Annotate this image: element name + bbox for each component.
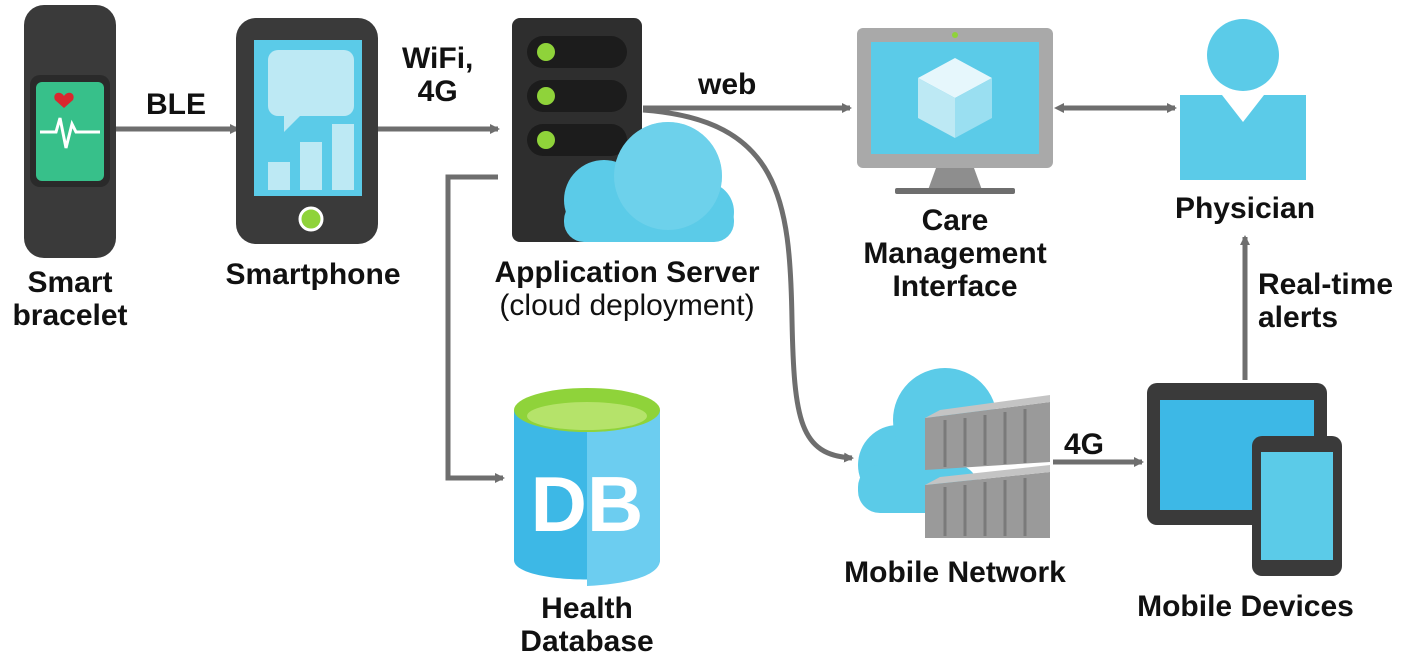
label-application-server: Application Server (cloud deployment) bbox=[452, 256, 802, 322]
label-application-server-sub: (cloud deployment) bbox=[499, 289, 755, 322]
label-smart-bracelet-line1: Smart bbox=[27, 266, 113, 299]
label-care-management: Care Management Interface bbox=[855, 204, 1055, 303]
edge-label-alerts: Real-time alerts bbox=[1258, 268, 1393, 334]
edge-label-alerts-line2: alerts bbox=[1258, 301, 1339, 334]
db-icon-text: DB bbox=[531, 460, 644, 548]
edge-label-web: web bbox=[698, 68, 757, 101]
label-application-server-title: Application Server bbox=[494, 256, 760, 289]
label-mobile-devices-text: Mobile Devices bbox=[1137, 590, 1354, 623]
label-care-line2: Management bbox=[863, 237, 1047, 270]
label-physician-text: Physician bbox=[1174, 192, 1316, 225]
cube-icon bbox=[918, 58, 992, 138]
network-container-icon bbox=[925, 395, 1050, 538]
label-smart-bracelet-line2: bracelet bbox=[12, 299, 128, 332]
edge-label-ble: BLE bbox=[146, 88, 206, 121]
bracelet-heart-icon bbox=[24, 5, 116, 258]
label-smartphone-text: Smartphone bbox=[225, 258, 401, 291]
label-smartphone: Smartphone bbox=[200, 258, 426, 291]
smartphone-icon bbox=[236, 18, 378, 244]
label-smart-bracelet: Smart bracelet bbox=[0, 266, 140, 332]
edge-label-wifi: WiFi, 4G bbox=[402, 42, 473, 108]
connectors bbox=[116, 103, 1250, 483]
label-health-database: Health Database bbox=[487, 592, 687, 658]
physician-icon bbox=[1180, 19, 1306, 180]
arrow-server-database bbox=[445, 174, 505, 483]
cloud-icon bbox=[564, 122, 734, 242]
label-mobile-network: Mobile Network bbox=[815, 556, 1095, 589]
phone-icon bbox=[1252, 436, 1342, 576]
label-health-database-line2: Database bbox=[520, 625, 654, 658]
label-physician: Physician bbox=[1150, 192, 1340, 225]
edge-label-wifi-line1: WiFi, bbox=[402, 42, 474, 75]
edge-label-alerts-line1: Real-time bbox=[1258, 268, 1394, 301]
label-mobile-network-text: Mobile Network bbox=[844, 556, 1066, 589]
arrow-server-mobile-network bbox=[642, 107, 854, 463]
edge-label-wifi-line2: 4G bbox=[417, 75, 458, 108]
label-mobile-devices: Mobile Devices bbox=[1108, 590, 1383, 623]
label-health-database-line1: Health bbox=[541, 592, 633, 625]
label-care-line3: Interface bbox=[892, 270, 1018, 303]
label-care-line1: Care bbox=[921, 204, 989, 237]
edge-label-4g: 4G bbox=[1064, 428, 1105, 461]
database-icon: DB bbox=[514, 388, 660, 586]
